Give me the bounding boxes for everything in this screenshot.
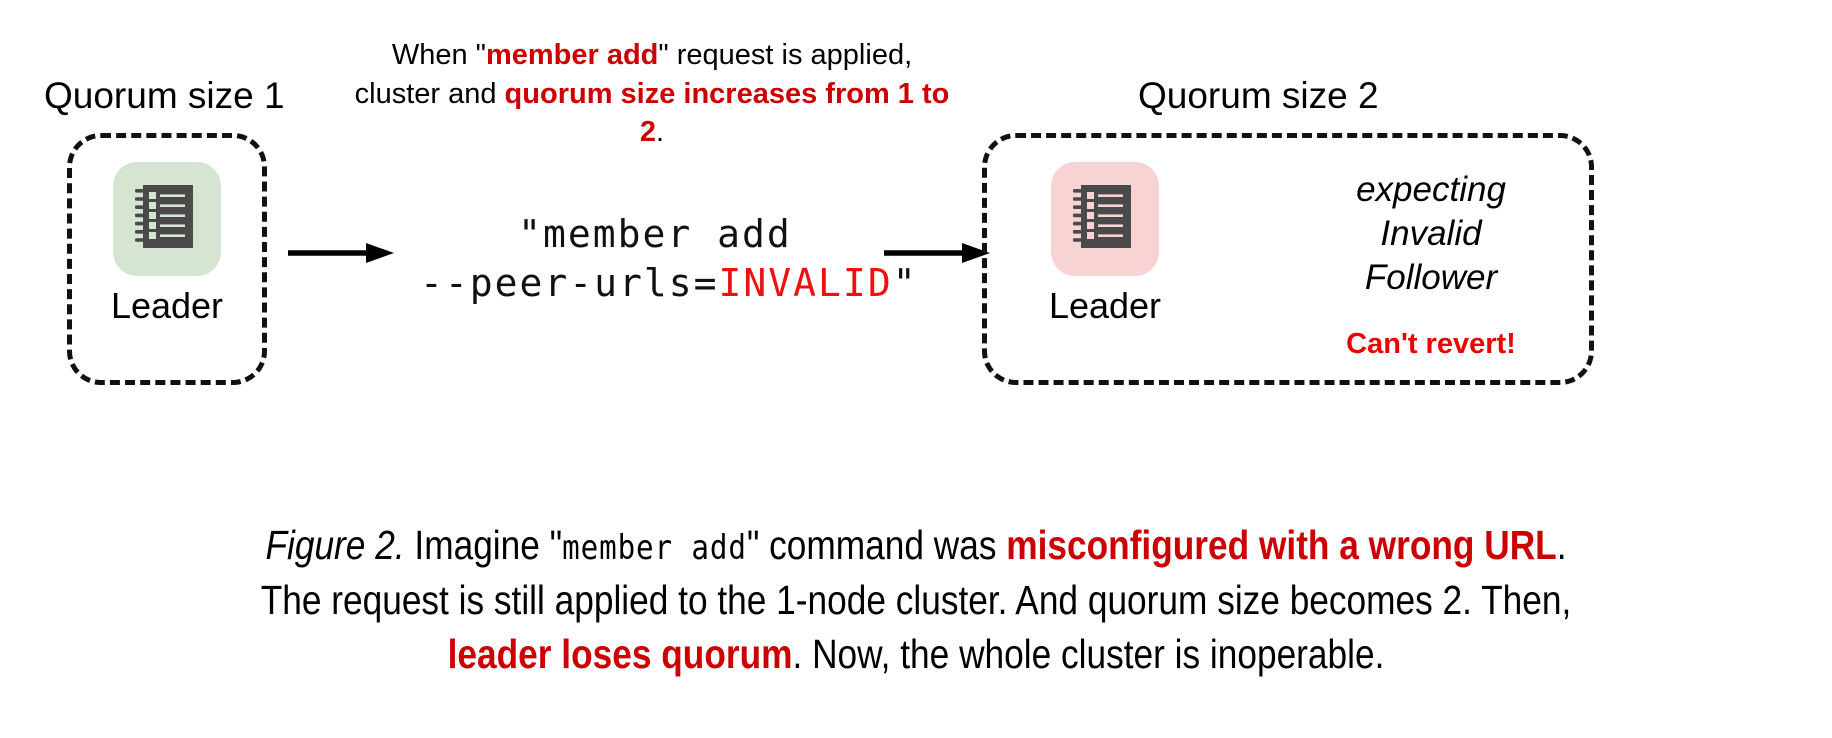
status-line-1: expecting — [1356, 170, 1506, 209]
command-line-2: --peer-urls=INVALID" — [420, 259, 916, 308]
command-line-1: "member add — [518, 212, 792, 256]
cluster-boundary-right — [982, 133, 1594, 385]
node-role-label-left: Leader — [110, 285, 224, 326]
command-line-2-suffix: " — [892, 260, 918, 305]
caption-line-1-c: " command was — [746, 522, 1007, 568]
cluster-node-left: Leader — [104, 162, 230, 324]
node-tile-right — [1051, 162, 1159, 283]
command-invalid-value: INVALID — [718, 260, 893, 305]
caption-line-1-d: . — [1556, 522, 1567, 568]
caption-line-3-rest: . Now, the whole cluster is inoperable. — [792, 631, 1385, 678]
arrow-right-icon-right — [884, 236, 990, 275]
caption-line-1: Figure 2. Imagine "member add" command w… — [128, 518, 1704, 573]
caption-line-3: leader loses quorum. Now, the whole clus… — [128, 627, 1704, 682]
quorum-size-label-left: Quorum size 1 — [44, 75, 285, 116]
figure-number: Figure 2. — [265, 522, 405, 568]
command-snippet: "member add --peer-urls=INVALID" — [420, 210, 916, 308]
status-line-3: Follower — [1364, 257, 1498, 297]
expected-follower-status: expecting Invalid Follower — [1281, 168, 1581, 299]
top-note-emphasis2: quorum size increases from 1 to 2 — [504, 77, 950, 149]
top-note-part2: " request is applied, cluster and — [354, 39, 913, 110]
top-annotation: When "member add" request is applied, cl… — [352, 36, 952, 152]
quorum-size-label-right: Quorum size 2 — [1138, 75, 1379, 116]
figure-caption: Figure 2. Imagine "member add" command w… — [128, 518, 1704, 682]
cluster-node-right: Leader — [1042, 162, 1168, 324]
caption-line-2: The request is still applied to the 1-no… — [260, 576, 1572, 623]
caption-emphasis-leader-loses-quorum: leader loses quorum — [447, 631, 793, 678]
log-node-icon — [1066, 178, 1144, 261]
top-note-emphasis1: member add — [485, 39, 659, 71]
log-node-icon — [128, 178, 206, 261]
caption-command-mono: member add — [562, 528, 747, 568]
node-role-label-right: Leader — [1048, 285, 1162, 326]
command-line-2-prefix: --peer-urls= — [420, 260, 719, 305]
top-note-part1: When " — [391, 39, 486, 71]
status-line-2: Invalid — [1380, 213, 1482, 253]
caption-line-1-b: Imagine " — [404, 522, 563, 568]
node-tile-left — [113, 162, 221, 283]
cluster-boundary-left — [67, 133, 267, 385]
top-note-part3: . — [656, 116, 665, 149]
arrow-right-icon-left — [288, 236, 394, 275]
cant-revert-warning: Can't revert! — [1346, 328, 1516, 360]
caption-emphasis-misconfigured: misconfigured with a wrong URL — [1006, 522, 1557, 568]
